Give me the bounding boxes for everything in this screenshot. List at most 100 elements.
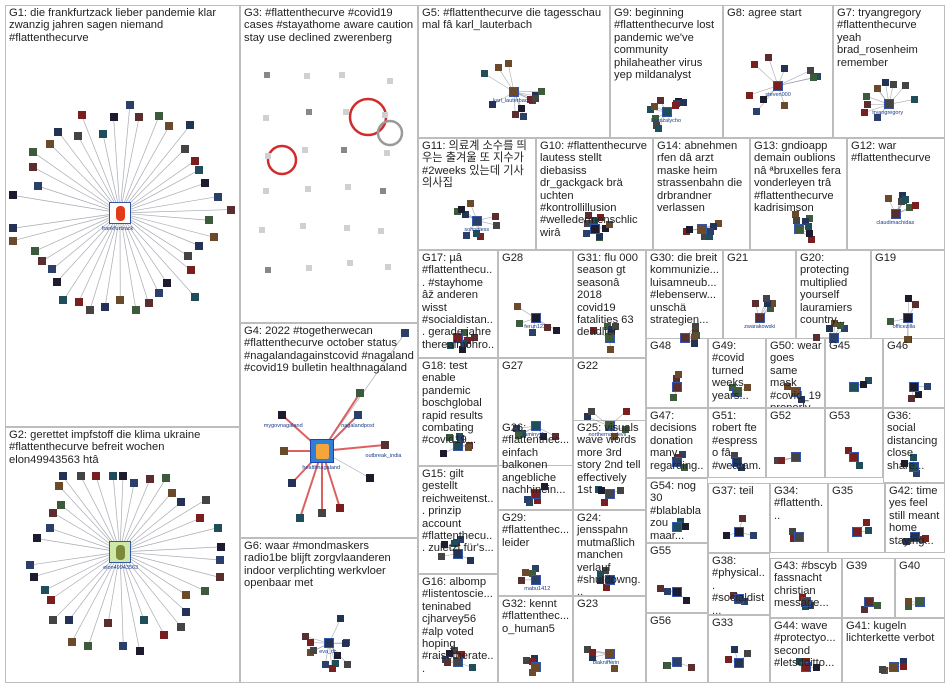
user-node[interactable]	[922, 535, 930, 543]
user-node[interactable]	[901, 81, 909, 89]
user-node[interactable]	[109, 472, 118, 481]
user-node[interactable]	[58, 472, 67, 481]
user-node[interactable]	[190, 156, 199, 165]
hub-node[interactable]	[530, 574, 541, 585]
hub-node[interactable]	[734, 527, 744, 538]
user-node[interactable]	[118, 472, 127, 481]
hub-node[interactable]	[734, 594, 744, 604]
user-node[interactable]	[119, 641, 128, 650]
user-node[interactable]	[344, 183, 351, 190]
user-node[interactable]	[606, 345, 614, 353]
user-node[interactable]	[682, 523, 690, 531]
user-node[interactable]	[176, 498, 185, 507]
user-node[interactable]	[306, 638, 314, 646]
user-node[interactable]	[469, 664, 477, 672]
user-node[interactable]	[529, 329, 537, 337]
user-node[interactable]	[691, 323, 699, 331]
hub-node[interactable]	[672, 587, 682, 598]
user-node[interactable]	[194, 166, 203, 175]
hub-node[interactable]	[849, 452, 859, 463]
user-node[interactable]	[444, 659, 452, 667]
user-node[interactable]	[309, 647, 317, 655]
hub-node[interactable]	[909, 382, 919, 393]
user-node[interactable]	[342, 640, 350, 648]
user-node[interactable]	[130, 478, 139, 487]
user-node[interactable]	[744, 649, 752, 657]
user-node[interactable]	[462, 232, 470, 240]
user-node[interactable]	[125, 101, 134, 110]
user-node[interactable]	[77, 111, 86, 120]
user-node[interactable]	[707, 228, 715, 235]
user-node[interactable]	[76, 472, 85, 481]
user-node[interactable]	[591, 216, 599, 224]
user-node[interactable]	[46, 595, 55, 604]
user-node[interactable]	[40, 586, 49, 595]
hub-node[interactable]	[696, 223, 707, 234]
hub-node[interactable]	[903, 313, 913, 324]
user-node[interactable]	[265, 266, 272, 273]
user-node[interactable]	[725, 656, 733, 664]
user-node[interactable]	[588, 648, 596, 656]
user-node[interactable]	[553, 326, 561, 334]
user-node[interactable]	[792, 216, 800, 224]
user-node[interactable]	[663, 588, 671, 596]
user-node[interactable]	[738, 515, 746, 523]
user-node[interactable]	[512, 425, 520, 433]
hub-node[interactable]	[888, 662, 899, 672]
user-node[interactable]	[595, 232, 603, 240]
user-node[interactable]	[532, 95, 540, 103]
user-node[interactable]	[900, 662, 907, 670]
user-node[interactable]	[446, 342, 454, 350]
user-node[interactable]	[341, 146, 348, 153]
user-node[interactable]	[781, 64, 789, 72]
user-node[interactable]	[904, 598, 912, 606]
hub-node[interactable]	[672, 457, 682, 467]
user-node[interactable]	[910, 95, 918, 103]
user-node[interactable]	[810, 73, 818, 81]
user-node[interactable]	[264, 72, 271, 79]
user-node[interactable]	[537, 87, 545, 95]
user-node[interactable]	[611, 322, 619, 330]
hub-node[interactable]	[891, 209, 901, 220]
user-node[interactable]	[492, 212, 500, 220]
user-node[interactable]	[278, 411, 286, 419]
user-node[interactable]	[459, 345, 467, 353]
user-node[interactable]	[226, 205, 235, 214]
user-node[interactable]	[195, 241, 204, 250]
user-node[interactable]	[655, 124, 663, 132]
user-node[interactable]	[750, 60, 758, 68]
hub-node[interactable]	[732, 387, 742, 397]
user-node[interactable]	[296, 514, 304, 522]
user-node[interactable]	[686, 226, 694, 234]
user-node[interactable]	[304, 72, 311, 79]
user-node[interactable]	[46, 524, 55, 533]
user-node[interactable]	[517, 576, 525, 584]
user-node[interactable]	[690, 340, 698, 348]
user-node[interactable]	[301, 147, 308, 154]
user-node[interactable]	[874, 602, 882, 610]
user-node[interactable]	[663, 662, 671, 670]
user-node[interactable]	[456, 535, 464, 543]
user-node[interactable]	[67, 638, 76, 647]
hub-node-healthnagaland[interactable]	[310, 439, 334, 463]
user-node[interactable]	[262, 187, 269, 194]
user-node[interactable]	[481, 70, 489, 78]
user-node[interactable]	[200, 179, 209, 188]
user-node[interactable]	[306, 265, 313, 272]
hub-node[interactable]	[679, 332, 690, 343]
user-node[interactable]	[154, 289, 163, 298]
user-node[interactable]	[551, 432, 559, 440]
user-node[interactable]	[806, 66, 814, 74]
user-node[interactable]	[263, 114, 270, 121]
hub-node[interactable]	[849, 382, 859, 393]
user-node[interactable]	[162, 474, 171, 483]
user-node[interactable]	[318, 509, 326, 517]
user-node[interactable]	[48, 508, 57, 517]
hub-node[interactable]	[851, 527, 862, 538]
user-node[interactable]	[59, 296, 68, 305]
user-node[interactable]	[912, 202, 920, 210]
user-node[interactable]	[522, 568, 530, 576]
user-node[interactable]	[65, 615, 74, 624]
user-node[interactable]	[905, 294, 913, 302]
user-node[interactable]	[343, 108, 350, 115]
